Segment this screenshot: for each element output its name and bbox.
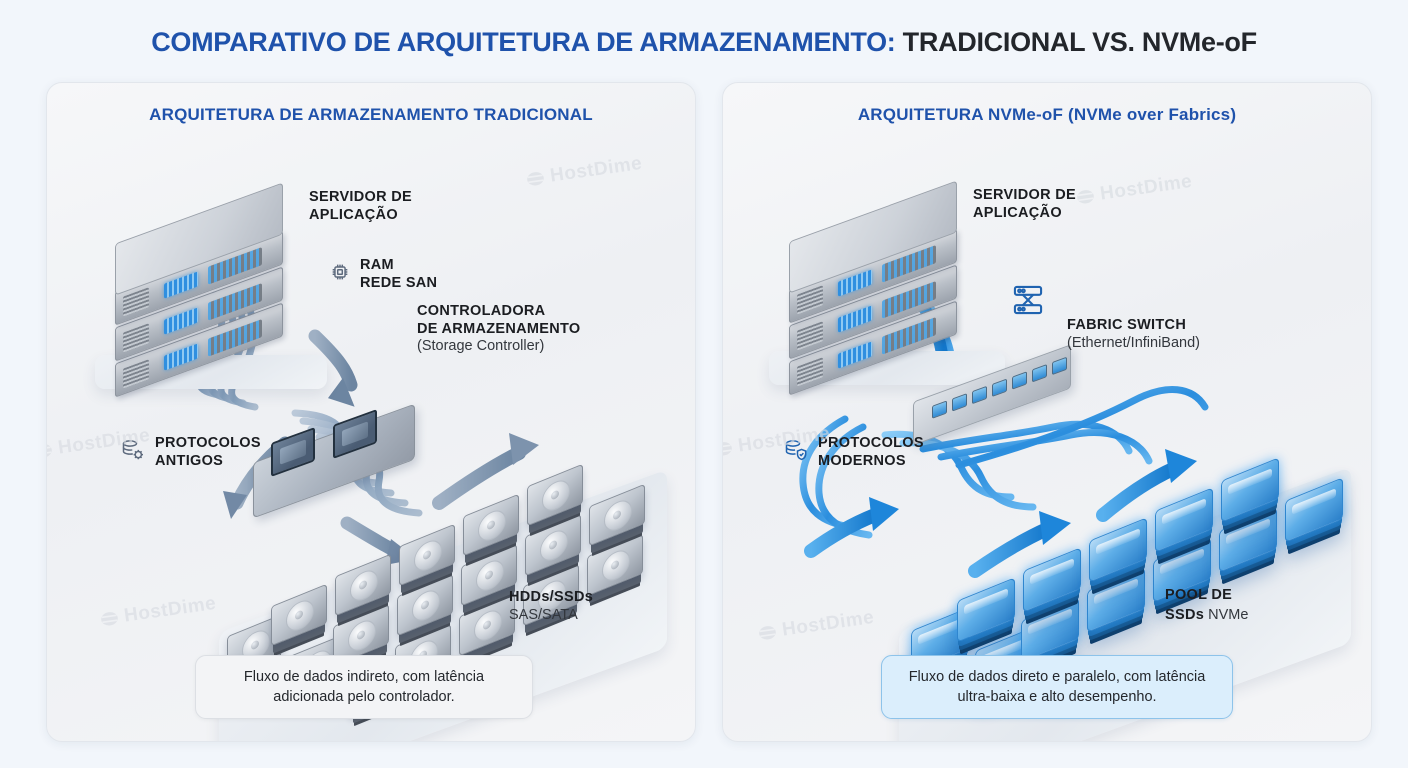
panel-traditional-architecture: ARQUITETURA DE ARMAZENAMENTO TRADICIONAL — [46, 82, 696, 742]
page-title-secondary: TRADICIONAL VS. NVMe-oF — [895, 27, 1257, 57]
watermark-hostdime: HostDime — [524, 153, 644, 191]
page-title-primary: COMPARATIVO DE ARQUITETURA DE ARMAZENAME… — [151, 27, 896, 57]
label-protocolos-modernos: PROTOCOLOS MODERNOS — [783, 435, 924, 470]
watermark-hostdime: HostDime — [756, 607, 876, 645]
label-ram-rede-san: RAM REDE SAN — [329, 257, 437, 292]
label-application-server-traditional: SERVIDOR DE APLICAÇÃO — [309, 189, 412, 223]
page-title: COMPARATIVO DE ARQUITETURA DE ARMAZENAME… — [0, 27, 1408, 58]
chip-icon — [329, 261, 351, 289]
panel-nvmeof-architecture: ARQUITETURA NVMe-oF (NVMe over Fabrics) — [722, 82, 1372, 742]
panel-traditional-title: ARQUITETURA DE ARMAZENAMENTO TRADICIONAL — [149, 105, 593, 124]
watermark-hostdime: HostDime — [98, 593, 218, 631]
label-pool-de-ssds: POOL DE SSDs NVMe — [1165, 587, 1249, 623]
database-gear-icon — [120, 437, 146, 469]
caption-nvmeof: Fluxo de dados direto e paralelo, com la… — [881, 655, 1233, 719]
network-switch-icon — [1011, 285, 1045, 321]
label-protocolos-antigos: PROTOCOLOS ANTIGOS — [120, 435, 261, 470]
database-shield-icon — [783, 437, 809, 469]
panel-nvmeof-title: ARQUITETURA NVMe-oF (NVMe over Fabrics) — [857, 105, 1237, 124]
watermark-hostdime: HostDime — [1074, 171, 1194, 209]
label-hdds-ssds: HDDs/SSDs SAS/SATA — [509, 589, 594, 623]
caption-traditional: Fluxo de dados indireto, com latência ad… — [195, 655, 533, 719]
fabric-switch-icon-group — [1011, 283, 1045, 322]
label-application-server-nvmeof: SERVIDOR DE APLICAÇÃO — [973, 187, 1076, 221]
label-storage-controller: CONTROLADORA DE ARMAZENAMENTO (Storage C… — [417, 303, 581, 355]
label-fabric-switch: FABRIC SWITCH (Ethernet/InfiniBand) — [1067, 317, 1200, 351]
